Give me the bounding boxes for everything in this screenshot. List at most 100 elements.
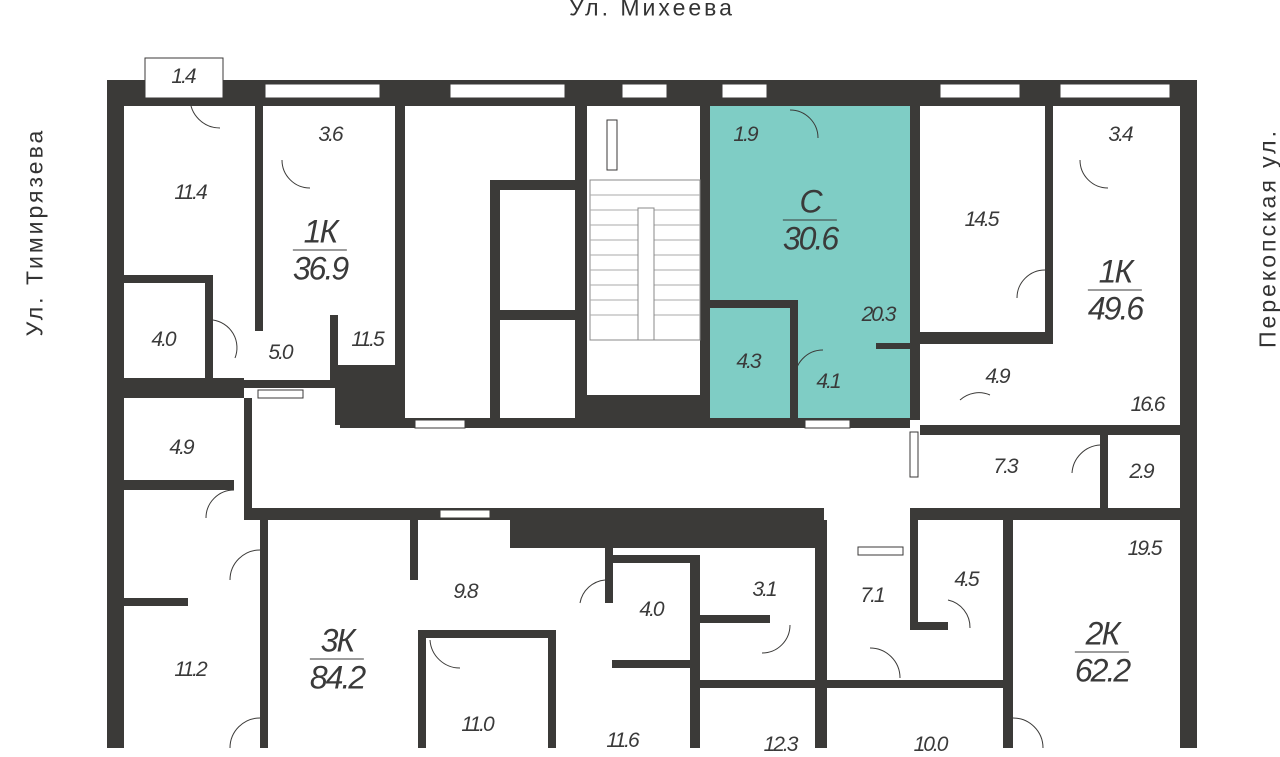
wall <box>500 310 580 320</box>
window <box>265 84 380 98</box>
wall <box>490 180 500 418</box>
room-area: 4.9 <box>985 365 1008 389</box>
wall <box>848 680 1008 688</box>
room-area: 7.1 <box>860 584 883 608</box>
wall <box>335 365 405 425</box>
door-swing <box>230 550 260 580</box>
wall <box>124 275 209 283</box>
wall <box>1045 106 1053 344</box>
door-swing <box>948 600 970 628</box>
wall <box>700 615 770 623</box>
wall <box>918 622 948 630</box>
door-swing <box>1017 270 1045 298</box>
wall <box>690 555 700 748</box>
room-area: 19.5 <box>1128 537 1161 561</box>
wall <box>124 480 234 490</box>
wall <box>418 630 548 638</box>
wall <box>330 315 338 385</box>
wall <box>815 520 827 748</box>
apartment-type: 1К <box>293 214 347 250</box>
wall <box>605 548 613 603</box>
wall <box>1100 425 1108 515</box>
room-area: 7.3 <box>993 455 1016 479</box>
room-area: 4.0 <box>639 598 662 622</box>
wall <box>920 332 1050 344</box>
wall <box>575 106 587 418</box>
wall <box>1003 520 1013 748</box>
room-area: 14.5 <box>965 208 998 232</box>
wall <box>418 630 426 748</box>
apartment-type: 3К <box>310 623 364 659</box>
wall <box>490 180 580 190</box>
window <box>910 432 918 477</box>
door-swing <box>213 320 237 358</box>
room-area: 11.6 <box>606 729 637 753</box>
street-label-right: Перекопская ул. <box>1255 128 1280 348</box>
wall <box>260 520 268 748</box>
room-area: 11.2 <box>174 658 205 682</box>
door-swing <box>206 490 234 518</box>
staircase <box>590 180 700 340</box>
wall <box>548 630 556 748</box>
wall <box>612 660 692 668</box>
room-area: 3.6 <box>318 123 341 147</box>
room-area: 1.9 <box>733 123 756 147</box>
wall <box>700 106 710 418</box>
window <box>415 420 465 428</box>
wall <box>124 598 188 606</box>
apartment-area: 62.2 <box>1075 652 1129 689</box>
wall <box>244 398 252 508</box>
room-area: 4.3 <box>736 350 759 374</box>
room-area: 5.0 <box>268 341 291 365</box>
door-swing <box>282 160 310 188</box>
wall <box>107 80 124 748</box>
apartment-area: 49.6 <box>1088 290 1142 327</box>
window <box>607 120 617 170</box>
wall <box>710 300 795 308</box>
apartment-type: 2К <box>1075 616 1129 652</box>
window <box>805 420 850 428</box>
door-swing <box>870 648 900 678</box>
room-area: 3.4 <box>1108 123 1131 147</box>
wall <box>790 300 798 418</box>
window <box>940 84 1020 98</box>
room-area: 4.1 <box>816 370 839 394</box>
wall <box>205 380 335 388</box>
street-label-left: Ул. Тимирязева <box>22 128 49 337</box>
window <box>258 390 303 398</box>
window <box>722 84 767 98</box>
door-swing <box>960 393 990 400</box>
window <box>440 510 490 518</box>
apartment-area: 84.2 <box>310 659 364 696</box>
room-area: 4.9 <box>169 436 192 460</box>
door-swing <box>230 718 260 748</box>
door-swing <box>1013 718 1043 748</box>
street-label-top: Ул. Михеева <box>569 0 735 22</box>
wall <box>1180 80 1197 748</box>
room-area: 12.3 <box>764 733 797 757</box>
door-swing <box>1072 445 1100 473</box>
door-swing <box>580 580 605 603</box>
wall <box>580 395 700 418</box>
wall <box>700 680 850 688</box>
wall <box>920 425 1180 435</box>
door-swing <box>430 640 460 668</box>
room-area: 11.0 <box>461 713 492 737</box>
wall <box>255 106 263 331</box>
room-area: 11.5 <box>351 328 382 352</box>
room-area: 2.9 <box>1129 460 1152 484</box>
window <box>1060 84 1170 98</box>
room-area: 4.5 <box>954 568 977 592</box>
wall <box>876 343 910 349</box>
wall <box>410 520 418 580</box>
door-swing <box>1080 160 1108 188</box>
wall <box>510 508 824 548</box>
apartment-area: 36.9 <box>293 250 347 287</box>
wall <box>910 508 1180 520</box>
wall <box>910 100 920 420</box>
